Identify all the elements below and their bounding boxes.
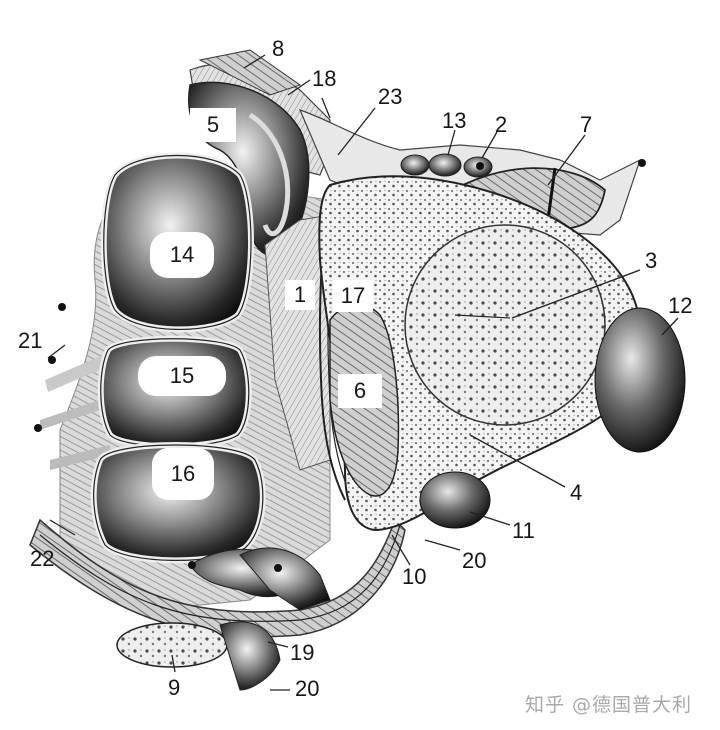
label-15: 15 (138, 356, 226, 396)
label-23: 23 (378, 84, 403, 109)
label-5: 5 (190, 108, 236, 142)
marker-dots (34, 159, 646, 572)
leader-lines (47, 54, 679, 691)
label-2: 2 (495, 112, 508, 137)
label-10: 10 (402, 564, 427, 589)
label-6: 6 (338, 374, 382, 408)
label-3: 3 (645, 248, 658, 273)
central-porous-body (318, 175, 642, 532)
label-20-right: 20 (462, 548, 487, 573)
small-nerves (400, 153, 493, 178)
label-1: 1 (285, 280, 315, 310)
lower-structures (116, 547, 331, 691)
label-18: 18 (312, 66, 337, 91)
label-16: 16 (152, 448, 214, 500)
label-22: 22 (30, 546, 55, 571)
label-12: 12 (668, 293, 693, 318)
label-8: 8 (272, 36, 285, 61)
label-9: 9 (168, 675, 181, 700)
label-17: 17 (333, 280, 373, 312)
label-19: 19 (290, 640, 315, 665)
label-21: 21 (18, 328, 43, 353)
dark-globes (419, 307, 686, 529)
label-20-bottom: 20 (295, 676, 320, 701)
label-14: 14 (150, 232, 214, 278)
watermark-text: 知乎 @德国普大利 (525, 694, 693, 716)
label-4: 4 (570, 480, 583, 505)
label-7: 7 (580, 112, 593, 137)
label-13: 13 (442, 108, 467, 133)
label-11: 11 (512, 518, 535, 543)
